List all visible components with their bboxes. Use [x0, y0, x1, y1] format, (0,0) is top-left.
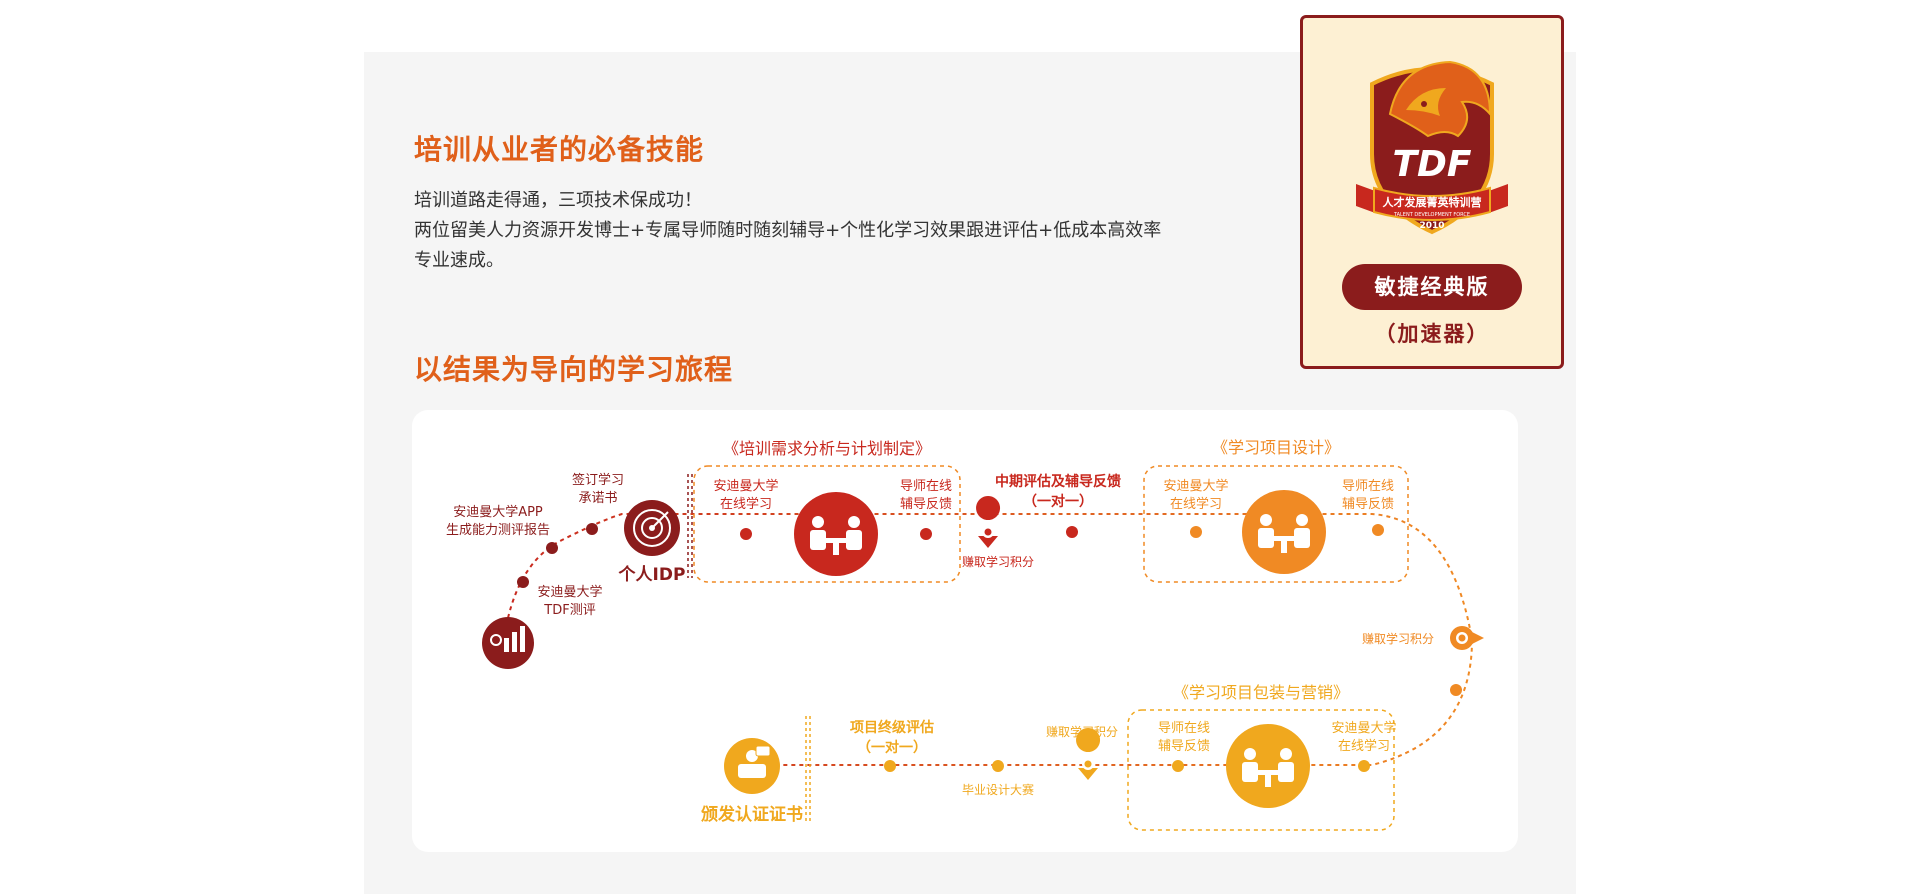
- dot-mid-eval: [1066, 526, 1078, 538]
- step-app-line1: 安迪曼大学APP: [453, 504, 543, 520]
- block3-title: 《学习项目包装与营销》: [1173, 683, 1349, 702]
- tdf-logo-icon: TDF 人才发展菁英特训营 TALENT DEVELOPMENT FORCE 2…: [1356, 60, 1508, 235]
- logo-ribbon-text: 人才发展菁英特训营: [1383, 195, 1482, 209]
- certificate-label: 颁发认证证书: [701, 804, 803, 825]
- edition-pill: 敏捷经典版: [1342, 264, 1522, 310]
- block-packaging-marketing: [1127, 709, 1395, 831]
- intro-line-3: 专业速成。: [414, 250, 504, 271]
- b1-right-line1: 导师在线: [900, 479, 952, 494]
- block-needs-analysis: [693, 465, 961, 583]
- location-pin-icon: [976, 496, 1001, 548]
- location-pin-icon: [1076, 728, 1101, 780]
- idp-label: 个人IDP: [618, 564, 686, 585]
- step-tdf-line1: 安迪曼大学: [537, 584, 602, 600]
- b1-right-line2: 辅导反馈: [900, 497, 952, 512]
- section-title-skills: 培训从业者的必备技能: [414, 133, 705, 166]
- logo-text: TDF: [1392, 144, 1471, 185]
- location-pin-icon: [1450, 626, 1484, 650]
- step-app-line2: 生成能力测评报告: [446, 523, 550, 538]
- logo-year: 2010: [1419, 221, 1444, 231]
- logo-ribbon-small: TALENT DEVELOPMENT FORCE: [1393, 212, 1470, 218]
- meeting-icon-gold: [1226, 724, 1310, 808]
- target-icon: [624, 500, 680, 556]
- b2-right-line1: 导师在线: [1342, 479, 1394, 494]
- intro-line-2: 两位留美人力资源开发博士+专属导师随时随刻辅导+个性化学习效果跟进评估+低成本高…: [414, 220, 1162, 241]
- final-eval-line1: 项目终级评估: [850, 719, 934, 736]
- mid-eval-line2: （一对一）: [1023, 493, 1093, 510]
- dot-app: [546, 542, 558, 554]
- contest-label: 毕业设计大赛: [962, 782, 1034, 797]
- block2-title: 《学习项目设计》: [1212, 438, 1340, 457]
- meeting-icon-orange: [1242, 490, 1326, 574]
- meeting-icon-red: [794, 492, 878, 576]
- earn-points-1: 赚取学习积分: [962, 554, 1034, 569]
- analytics-icon: [482, 617, 534, 669]
- b2-left-line1: 安迪曼大学: [1163, 478, 1228, 494]
- certificate-icon: [724, 738, 780, 794]
- earn-points-3: 赚取学习积分: [1046, 724, 1118, 739]
- intro-line-1: 培训道路走得通，三项技术保成功！: [414, 190, 702, 211]
- dot-b3-left: [1172, 760, 1184, 772]
- mid-eval-line1: 中期评估及辅导反馈: [995, 473, 1121, 490]
- step-sign-line1: 签订学习: [572, 472, 624, 488]
- dot-tdf: [517, 576, 529, 588]
- dot-contest: [992, 760, 1004, 772]
- b3-left-line2: 辅导反馈: [1158, 739, 1210, 754]
- dot-b2-right: [1372, 524, 1384, 536]
- b3-right-line1: 安迪曼大学: [1331, 720, 1396, 736]
- step-sign-line2: 承诺书: [578, 491, 617, 506]
- b3-right-line2: 在线学习: [1338, 738, 1390, 754]
- journey-diagram: 《培训需求分析与计划制定》 《学习项目设计》 《学习项目包装与营销》 安迪曼大学…: [446, 438, 1484, 831]
- dot-b2-left: [1190, 526, 1202, 538]
- b2-left-line2: 在线学习: [1170, 496, 1222, 512]
- b2-right-line2: 辅导反馈: [1342, 497, 1394, 512]
- dot-final-eval: [884, 760, 896, 772]
- dot-b1-right: [920, 528, 932, 540]
- earn-points-2: 赚取学习积分: [1362, 631, 1434, 646]
- dot-b1-left: [740, 528, 752, 540]
- block1-title: 《培训需求分析与计划制定》: [723, 439, 931, 458]
- b3-left-line1: 导师在线: [1158, 721, 1210, 736]
- journey-path: [507, 513, 1474, 766]
- dot-right-side: [1450, 684, 1462, 696]
- section-title-journey: 以结果为导向的学习旅程: [414, 353, 734, 386]
- dot-sign: [586, 523, 598, 535]
- step-tdf-line2: TDF测评: [543, 603, 595, 618]
- edition-subtitle: （加速器）: [1374, 322, 1490, 346]
- journey-diagram-card: [412, 410, 1518, 852]
- b1-left-line1: 安迪曼大学: [713, 478, 778, 494]
- final-eval-line2: （一对一）: [857, 739, 927, 756]
- b1-left-line2: 在线学习: [720, 496, 772, 512]
- dot-b3-right: [1358, 760, 1370, 772]
